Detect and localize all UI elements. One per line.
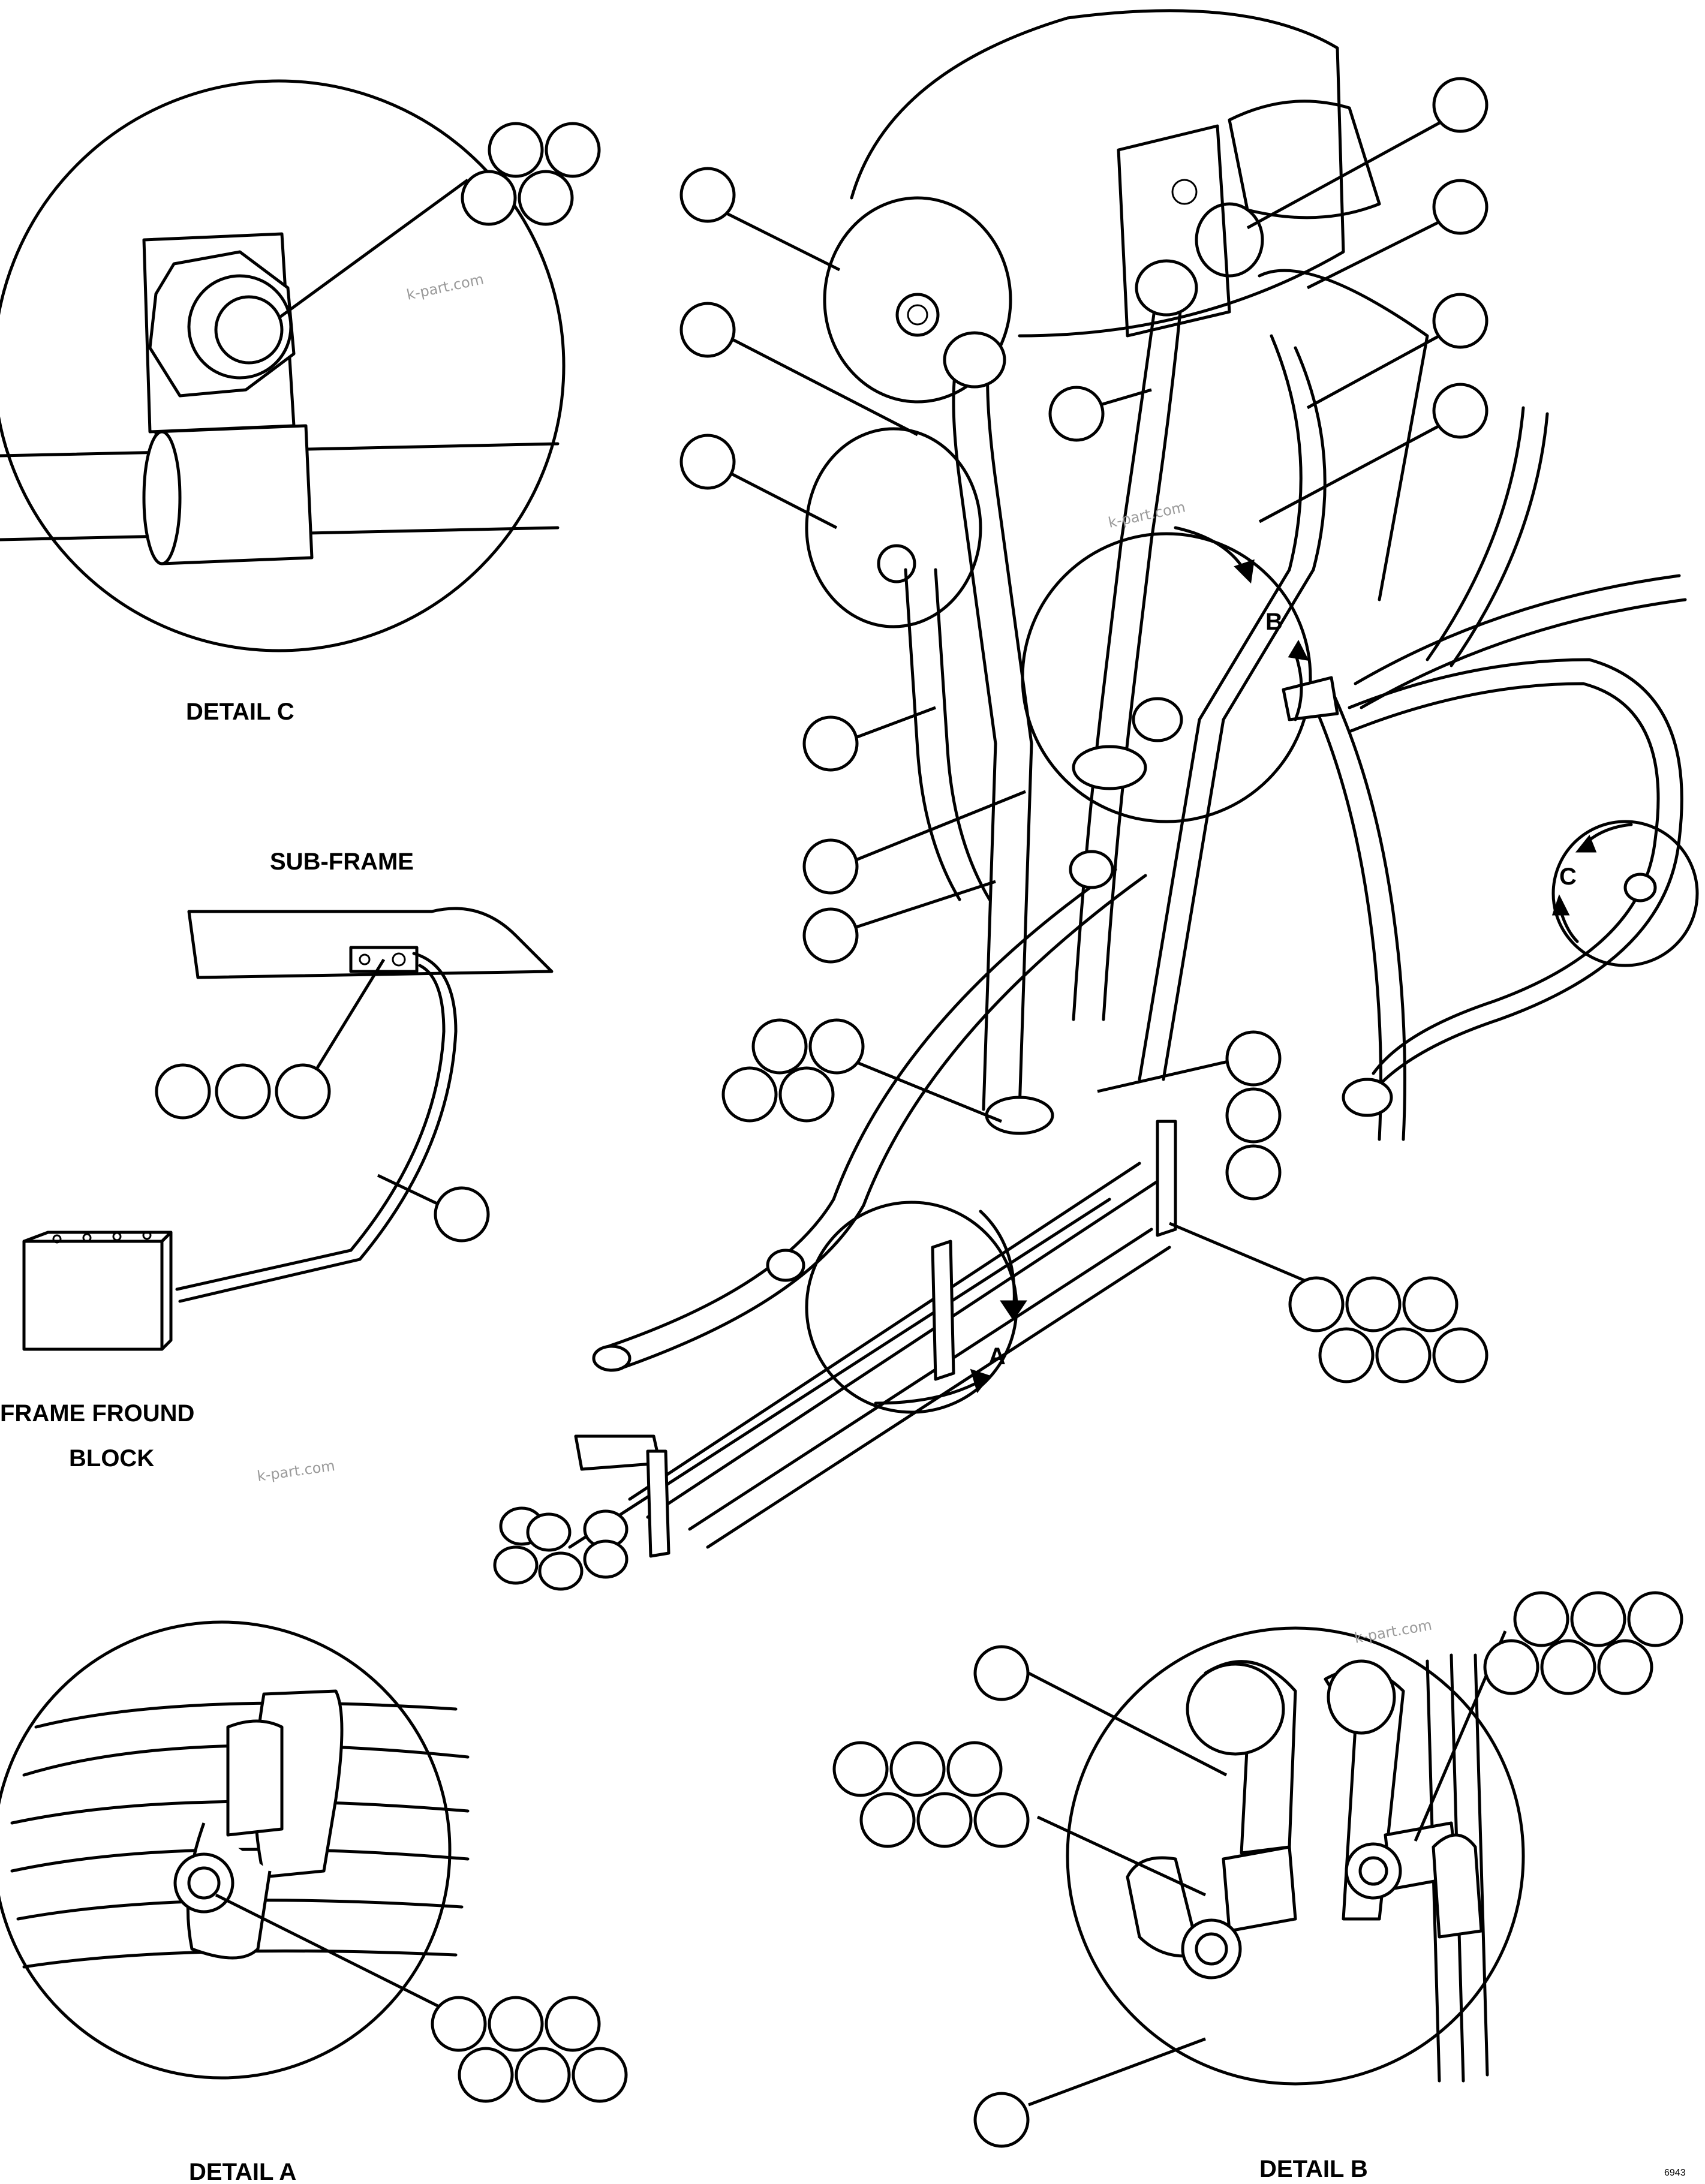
detail-c-label: DETAIL C [186,699,294,725]
callout-bubble [434,1186,490,1243]
detail-b-circle [1066,1626,1525,2086]
watermark: k-part.com [1106,498,1187,531]
hose-end-fittings [493,1434,670,1591]
detail-b-marker-circle [1021,532,1312,823]
callout-bubble [1048,386,1105,442]
callout-bubble [1225,1144,1282,1201]
callout-bubble [1570,1591,1626,1647]
frame-ground-label-2: BLOCK [69,1445,154,1472]
callout-bubble [1345,1276,1402,1332]
callout-bubble [488,1996,544,2052]
sub-frame-label: SUB-FRAME [270,849,414,875]
callout-bubble [832,1741,889,1797]
filter-canister-lower [805,427,982,628]
callout-bubble [572,2047,628,2103]
callout-bubble [515,2047,571,2103]
callout-bubble [679,434,736,490]
callout-bubble [458,2047,514,2103]
detail-a-circle [0,1620,452,2080]
frame-ground-label: FRAME FROUND [0,1400,194,1427]
frame-ground-block [22,1240,164,1351]
callout-bubble [721,1066,778,1123]
callout-bubble [808,1018,865,1075]
view-marker-c: C [1559,864,1577,890]
view-marker-b: B [1265,609,1283,635]
callout-bubble [275,1063,331,1120]
callout-bubble [802,715,859,772]
callout-bubble [1288,1276,1345,1332]
detail-c-callouts [461,122,601,226]
detail-b-callouts [832,1591,1683,2148]
callout-bubble [802,907,859,964]
callout-bubble [1375,1327,1432,1383]
callout-bubble [1432,179,1489,235]
callout-bubble [1432,77,1489,133]
callout-bubble [488,122,544,178]
callout-bubble [1225,1030,1282,1087]
detail-c-view [0,79,566,652]
callout-bubble [916,1792,973,1848]
callout-bubble [973,2092,1030,2148]
detail-c-circle [0,79,566,652]
callout-bubble [1225,1087,1282,1144]
ground-strap [178,952,458,1303]
callout-bubble [1432,383,1489,439]
callout-bubble [1483,1639,1539,1695]
watermark: k-part.com [405,270,485,303]
callout-bubble [679,167,736,223]
callout-bubble [545,1996,601,2052]
main-assembly [493,9,1699,1591]
callout-bubble [1597,1639,1653,1695]
drawing-number: 6943 [1664,2168,1686,2178]
callout-bubble [1627,1591,1683,1647]
callout-bubble [155,1063,211,1120]
detail-b-view [1027,1626,1525,2107]
callout-bubble [751,1018,808,1075]
watermark: k-part.com [256,1457,336,1485]
detail-a-view [0,1620,470,2080]
callout-bubble [1402,1276,1459,1332]
detail-c-marker-circle [1551,820,1699,967]
callout-bubble [545,122,601,178]
callout-bubble [215,1063,271,1120]
callout-bubble [431,1996,487,2052]
callout-bubble [679,302,736,358]
callout-bubble [461,170,517,226]
callout-bubble [859,1792,916,1848]
watermark: k-part.com [1353,1617,1433,1647]
main-callouts [679,77,1489,1383]
callout-bubble [889,1741,946,1797]
detail-a-callouts [431,1996,628,2103]
callout-bubble [973,1792,1030,1848]
view-marker-a: A [988,1343,1006,1370]
callout-bubble [1432,293,1489,349]
callout-bubble [1318,1327,1375,1383]
callout-bubble [946,1741,1003,1797]
callout-bubble [973,1645,1030,1701]
callout-bubble [1513,1591,1569,1647]
callout-bubble [1432,1327,1489,1383]
callout-bubble [1540,1639,1596,1695]
callout-bubble [802,838,859,895]
callout-bubble [778,1066,835,1123]
ground-callouts [155,1063,490,1243]
detail-b-label: DETAIL B [1259,2156,1368,2182]
callout-bubble [518,170,574,226]
detail-a-label: DETAIL A [189,2159,296,2184]
sub-frame-view [22,907,554,1351]
